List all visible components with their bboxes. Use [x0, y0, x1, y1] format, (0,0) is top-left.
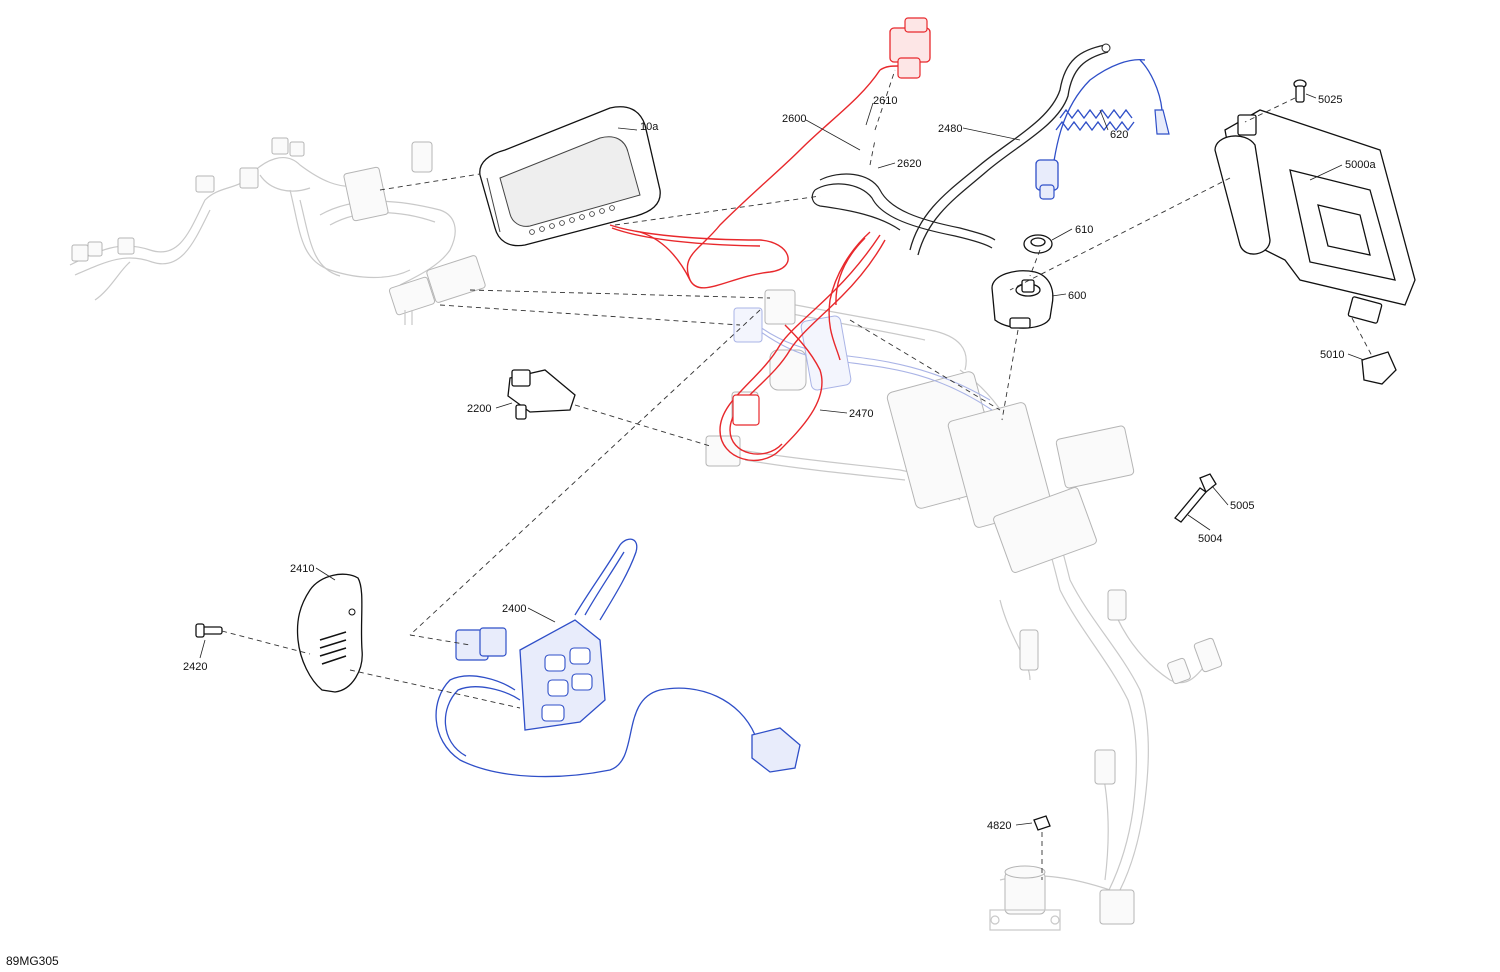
switch-module-2400: [435, 538, 801, 778]
callout-4820: 4820: [987, 820, 1011, 832]
connector-2200: [507, 369, 576, 420]
figure-id: 89MG305: [6, 954, 59, 968]
callout-600: 600: [1068, 290, 1086, 302]
callout-labels: 10a 2600 2610 2620 2480 620 610 600 5025…: [183, 94, 1376, 832]
screw-2420: [195, 623, 223, 638]
nut-5005: [1199, 473, 1217, 494]
assembly-dashed-lines: [221, 69, 1373, 880]
callout-5004: 5004: [1198, 533, 1222, 545]
cover-ribs: [319, 631, 347, 665]
nut-610: [1023, 234, 1053, 254]
faint-blue-harness: [733, 307, 993, 411]
callout-2470: 2470: [849, 408, 873, 420]
callout-2410: 2410: [290, 563, 314, 575]
ghost-wiring-harness-main: [705, 289, 1223, 931]
red-harness-2470: [719, 231, 886, 461]
callout-2420: 2420: [183, 661, 207, 673]
coiled-lanyard-620: [1035, 59, 1170, 200]
hose-2480: [811, 43, 1111, 256]
callout-5010: 5010: [1320, 349, 1344, 361]
callout-610: 610: [1075, 224, 1093, 236]
callout-2600: 2600: [782, 113, 806, 125]
callout-2620: 2620: [897, 158, 921, 170]
ghost-wiring-harness-left: [69, 137, 486, 325]
callout-2480: 2480: [938, 123, 962, 135]
cover-2410: [296, 573, 363, 693]
callout-5000a: 5000a: [1345, 159, 1376, 171]
callout-2400: 2400: [502, 603, 526, 615]
callout-2610: 2610: [873, 95, 897, 107]
callout-2200: 2200: [467, 403, 491, 415]
cluster-button-row: [529, 205, 615, 235]
nut-4820: [1033, 815, 1051, 831]
callout-10a: 10a: [640, 121, 659, 133]
switch-600: [991, 270, 1054, 329]
callout-620: 620: [1110, 129, 1128, 141]
red-harness-2600: [609, 17, 931, 289]
callout-leader-lines: [199, 93, 1365, 826]
screw-5025: [1293, 79, 1307, 103]
gauge-cluster-10a: [479, 106, 661, 247]
clip-5010: [1361, 351, 1397, 385]
module-5000a: [1214, 109, 1416, 324]
callout-5025: 5025: [1318, 94, 1342, 106]
callout-5005: 5005: [1230, 500, 1254, 512]
